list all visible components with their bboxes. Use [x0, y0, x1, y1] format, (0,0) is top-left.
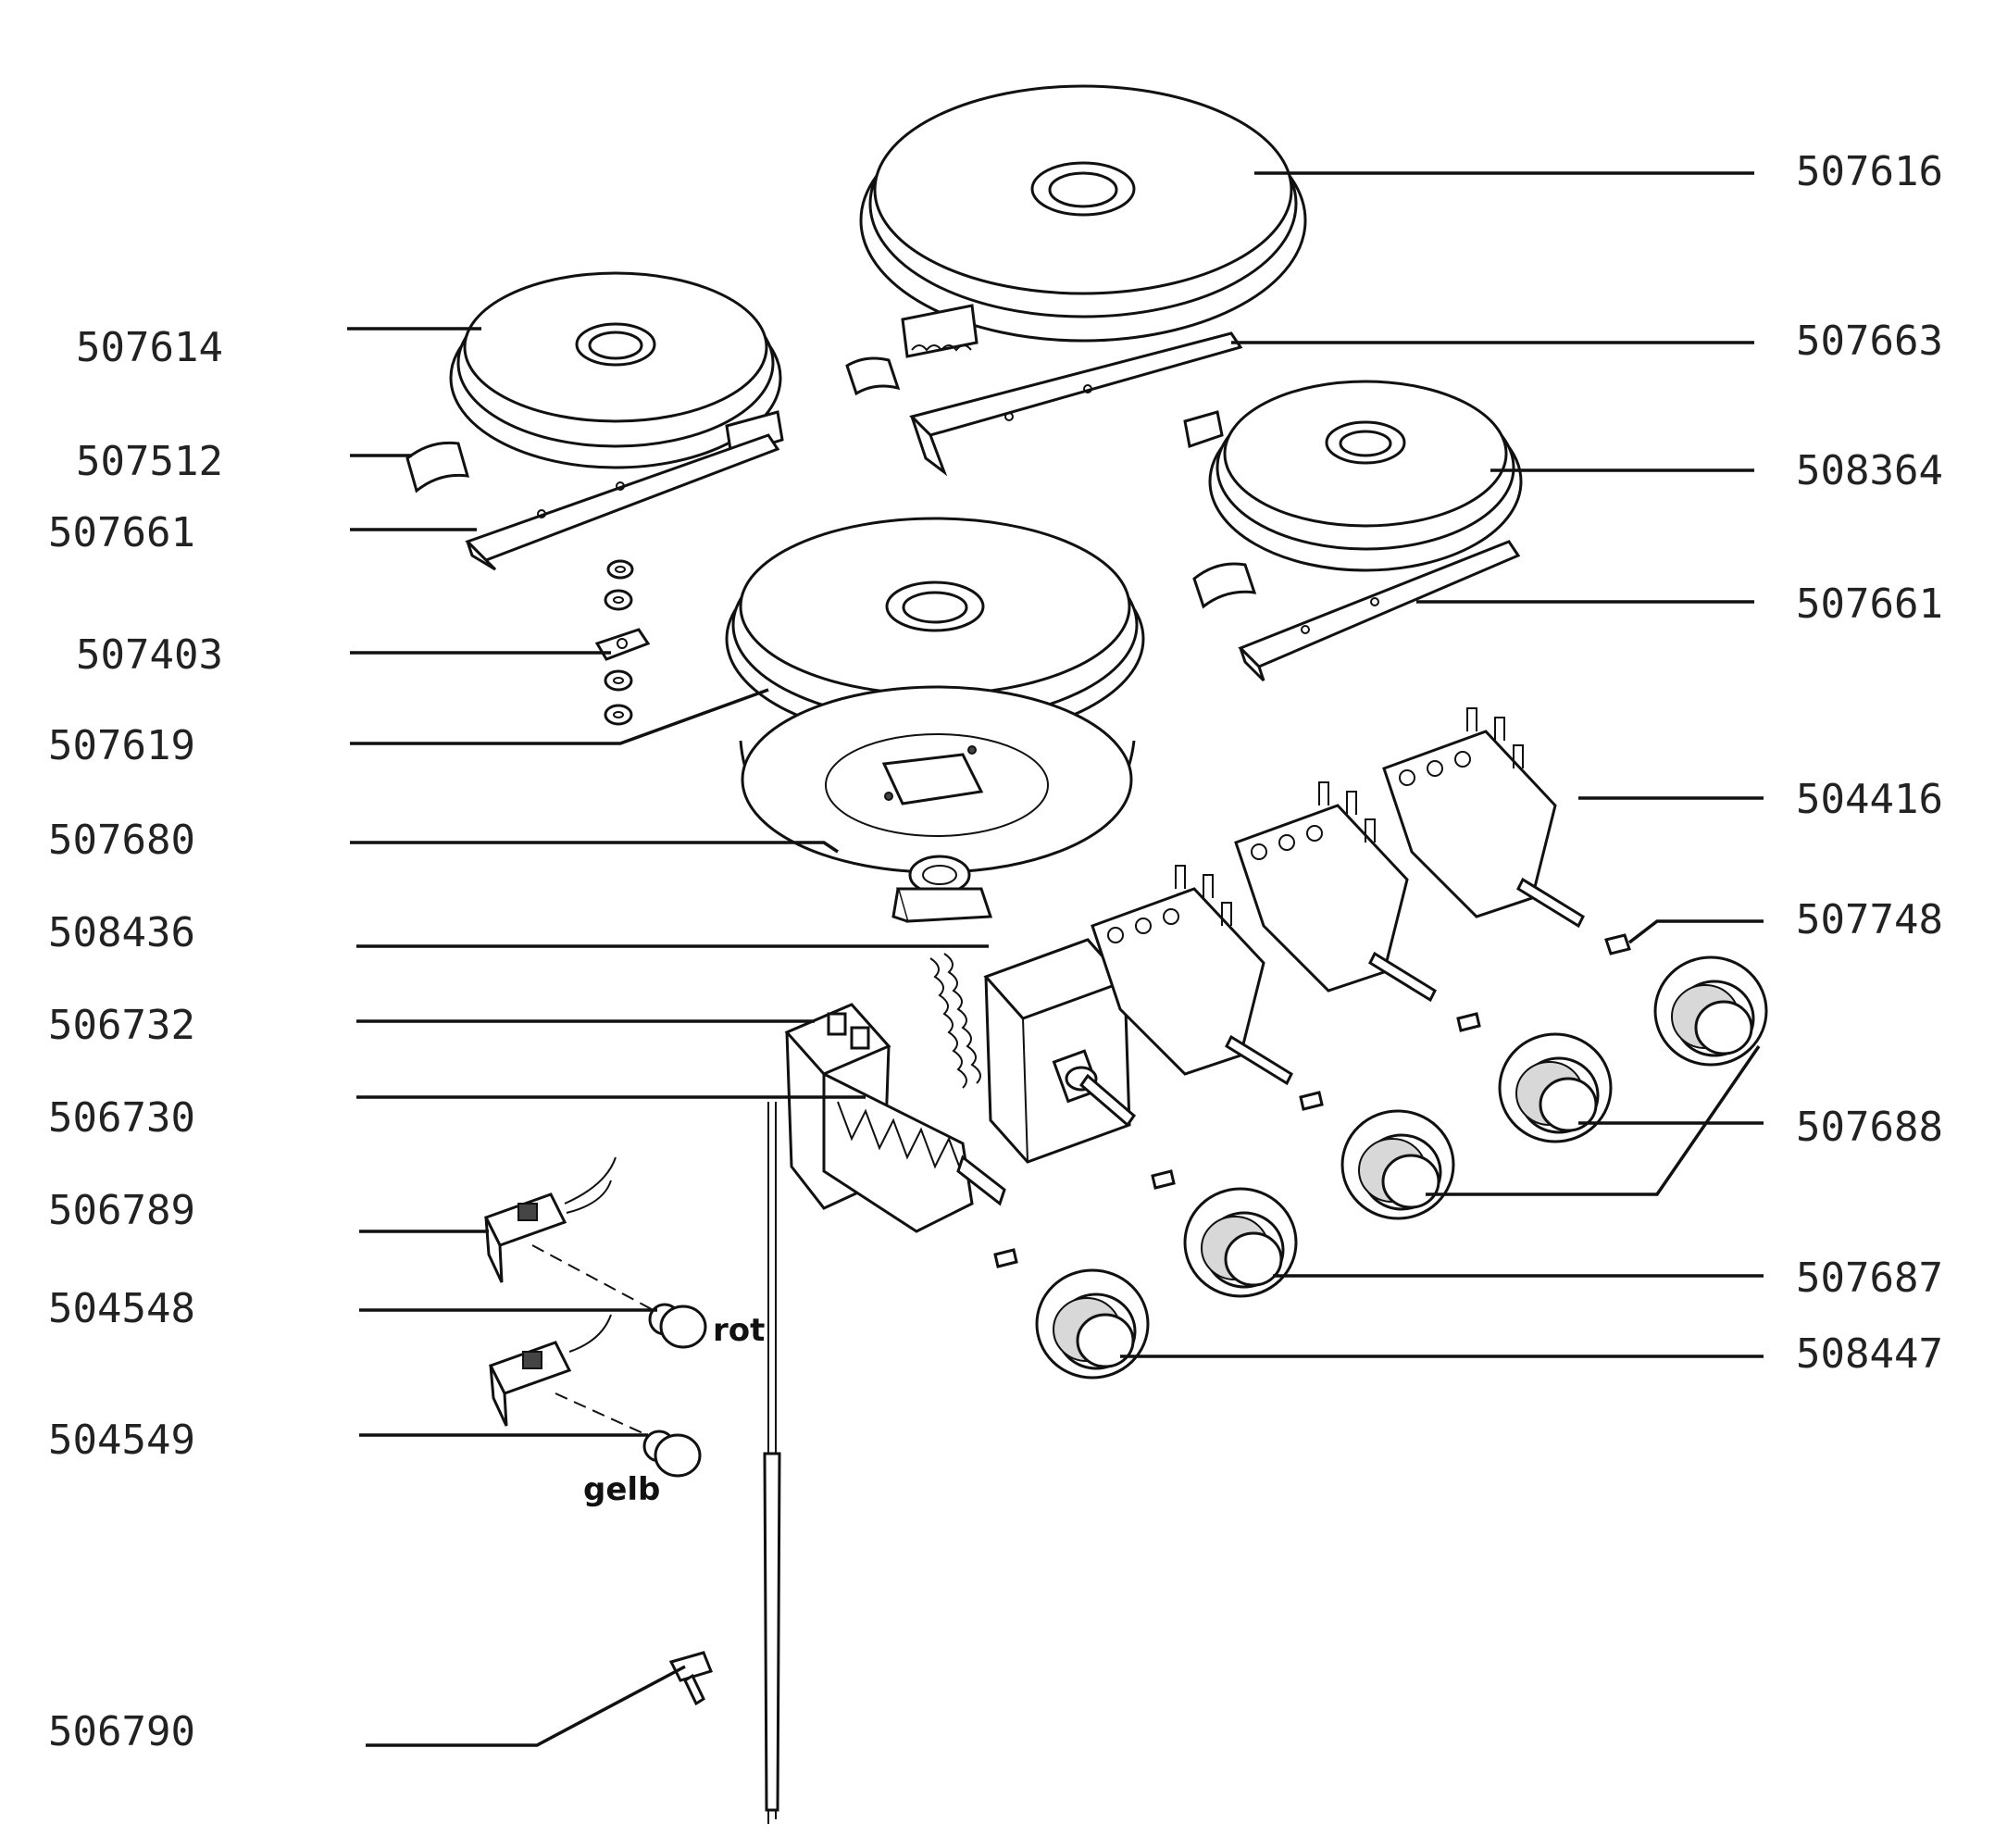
rotary-switch-504416: [1382, 707, 1585, 929]
label-506730: 506730: [48, 1094, 195, 1142]
knob-507688-third: [1340, 1109, 1455, 1220]
energy-regulator-506732: [929, 938, 1137, 1164]
knob-507688-right: [1653, 955, 1768, 1067]
signal-lamp-504549-yellow: [642, 1430, 702, 1478]
capillary-clip-506790: [668, 1651, 714, 1706]
label-506789: 506789: [48, 1187, 195, 1234]
label-504549: 504549: [48, 1417, 195, 1464]
label-507687: 507687: [1796, 1255, 1943, 1302]
leader-lines-right: [1120, 171, 1764, 1358]
lamp-holder-second: [488, 1314, 658, 1441]
signal-lamp-504548-red: [648, 1303, 707, 1349]
label-507403: 507403: [76, 631, 223, 679]
label-506790: 506790: [48, 1708, 195, 1755]
label-508436: 508436: [48, 909, 195, 956]
mounting-bracket-507663: [909, 331, 1243, 477]
clip-507748: [1604, 933, 1631, 955]
knob-507687: [1183, 1187, 1298, 1298]
rotary-switch-1: [1091, 865, 1293, 1086]
label-508447: 508447: [1796, 1330, 1943, 1378]
label-506732: 506732: [48, 1002, 195, 1049]
rotary-switch-2: [1234, 781, 1437, 1003]
label-507661-right: 507661: [1796, 581, 1943, 628]
mounting-bracket-507661-right: [1238, 540, 1521, 682]
insulator-507512: [405, 441, 470, 493]
label-507688: 507688: [1796, 1104, 1943, 1151]
small-indicator-tabs: [993, 1012, 1481, 1268]
label-rot: rot: [713, 1312, 765, 1349]
thermostat-clip-508436: [891, 855, 993, 923]
protection-ring-507680: [739, 685, 1136, 874]
label-507616: 507616: [1796, 148, 1943, 195]
label-508364: 508364: [1796, 447, 1943, 494]
hotplate-507616: [859, 84, 1307, 343]
leader-lines-left: [347, 327, 989, 1747]
hotplate-508364: [1183, 380, 1523, 572]
label-507663: 507663: [1796, 318, 1943, 365]
label-504548: 504548: [48, 1285, 195, 1332]
nut-washer-stack-507403: [594, 559, 651, 726]
label-507748: 507748: [1796, 896, 1943, 943]
knob-507688-second: [1498, 1032, 1613, 1143]
label-507614: 507614: [76, 324, 223, 371]
label-504416: 504416: [1796, 776, 1943, 823]
insulator-right: [1192, 562, 1257, 609]
label-507512: 507512: [76, 438, 223, 485]
label-gelb: gelb: [583, 1471, 660, 1508]
mounting-bracket-507661-left: [465, 433, 780, 571]
hotplate-507619: [725, 517, 1145, 743]
connector-block-507663: [845, 304, 979, 396]
hotplate-507614: [449, 271, 782, 469]
label-507661-left: 507661: [48, 509, 195, 556]
capillary-tube: [763, 1102, 781, 1824]
lamp-holder-506789: [483, 1156, 663, 1316]
label-507680: 507680: [48, 817, 195, 864]
knob-508447: [1035, 1268, 1150, 1380]
label-507619: 507619: [48, 722, 195, 769]
